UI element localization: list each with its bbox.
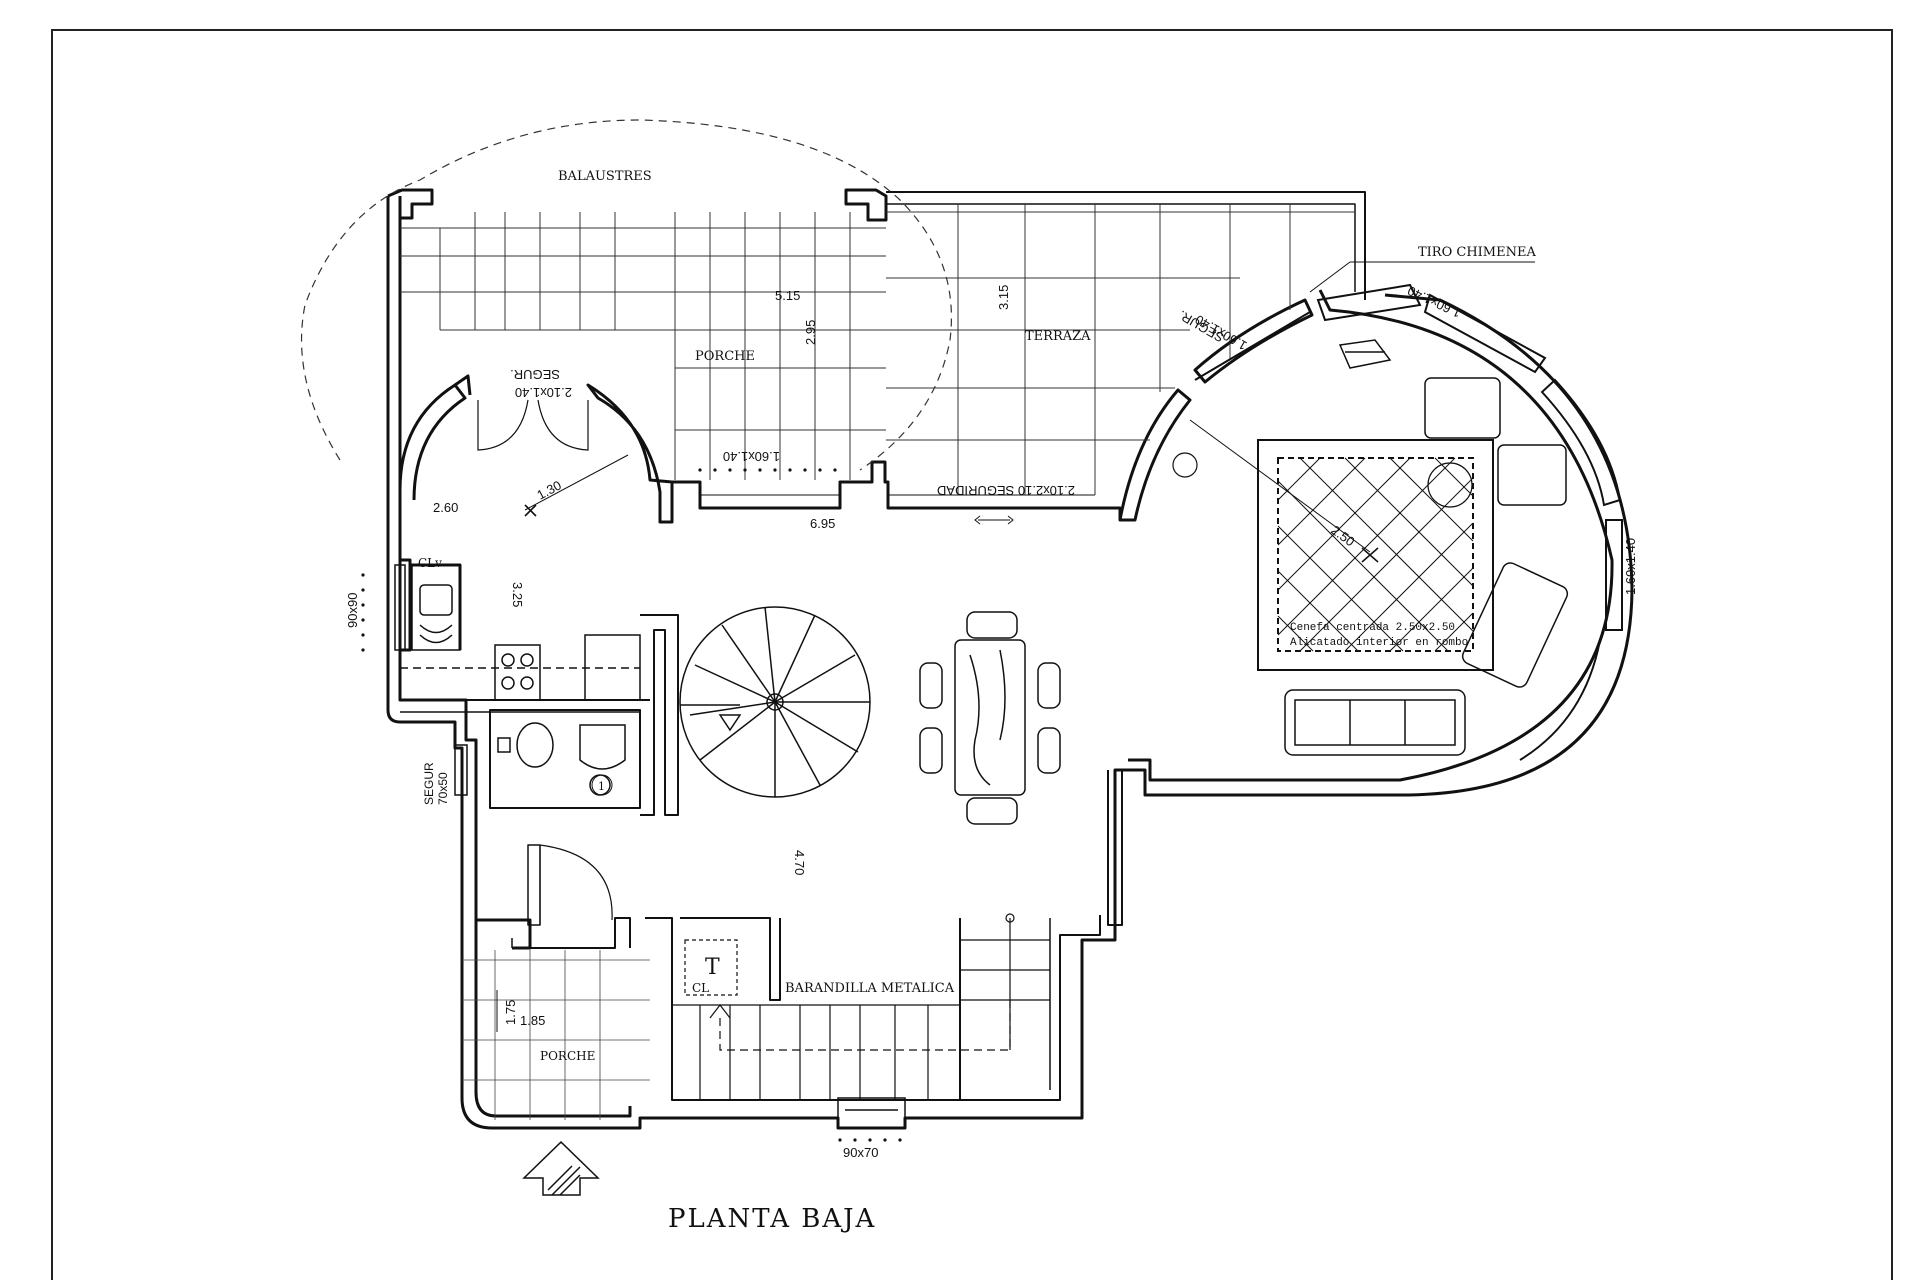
- label-cenefa-1: Cenefa centrada 2.50x2.50: [1290, 622, 1455, 634]
- porch-paving-grid: [400, 204, 1355, 495]
- sheet-frame: [51, 29, 1893, 1280]
- dimension-lines: [496, 261, 1535, 1032]
- label-t-box: T: [705, 955, 720, 980]
- bath-marker-circle: [591, 774, 613, 796]
- dim-window-160-porche: 1.60x1.40: [723, 449, 780, 464]
- dim-door-segur-b: SEGUR.: [510, 367, 560, 382]
- dim-arc-right-top: 1.60x1.40: [1405, 283, 1463, 321]
- label-clv: CLv: [418, 556, 442, 570]
- dim-515: 5.15: [775, 288, 800, 303]
- window-frames: [394, 564, 906, 1129]
- dim-325: 3.25: [510, 582, 525, 607]
- dim-70x50: 70x50: [436, 772, 450, 805]
- label-porche-top: PORCHE: [695, 349, 755, 364]
- dining-table: [919, 611, 1061, 825]
- dim-470: 4.70: [792, 850, 807, 875]
- cenefa-rug: [1172, 419, 1494, 671]
- fireplace: [1338, 339, 1392, 369]
- dim-185: 1.85: [520, 1013, 545, 1028]
- bathroom-fixtures: [497, 722, 626, 796]
- dim-295: 2.95: [803, 320, 818, 345]
- dim-window-90x90: 90x90: [345, 593, 360, 628]
- label-porche-bottom: PORCHE: [540, 1049, 595, 1063]
- lower-porch-grid: [462, 950, 650, 1120]
- label-cl: CL: [692, 981, 709, 995]
- kitchen-fixtures: [400, 564, 641, 701]
- doors: [477, 399, 613, 925]
- sofas: [1284, 377, 1569, 756]
- straight-staircase: [672, 913, 1050, 1100]
- entrance-arrow: [522, 1140, 600, 1196]
- bay-window-segments: [1194, 283, 1623, 761]
- dim-315: 3.15: [996, 285, 1011, 310]
- label-balaustres: BALAUSTRES: [558, 169, 652, 184]
- page-title: PLANTA BAJA: [668, 1204, 876, 1234]
- dim-window-seguridad: 2.10x2.10 SEGURIDAD: [937, 483, 1075, 498]
- label-terraza: TERRAZA: [1025, 329, 1091, 344]
- spiral-staircase: [679, 606, 871, 798]
- window-symbols: [361, 468, 902, 1142]
- balaustres-outline: [300, 119, 953, 471]
- dim-130: 1.30: [534, 478, 563, 503]
- dim-window-90x70: 90x70: [843, 1145, 878, 1160]
- dim-arc-right-side: 1.60x1.40: [1623, 538, 1638, 595]
- dim-segur-left: SEGUR: [422, 762, 436, 805]
- dim-695: 6.95: [810, 516, 835, 531]
- label-cenefa-2: Alicatado interior en rombo: [1290, 637, 1468, 649]
- dim-260: 2.60: [433, 500, 458, 515]
- label-tiro-chimenea: TIRO CHIMENEA: [1418, 245, 1536, 260]
- label-barandilla: BARANDILLA METALICA: [785, 981, 955, 996]
- label-bath-marker: 1: [598, 780, 605, 793]
- dim-175: 1.75: [503, 1000, 518, 1025]
- dim-door-segur-a: 2.10x1.40: [515, 385, 572, 400]
